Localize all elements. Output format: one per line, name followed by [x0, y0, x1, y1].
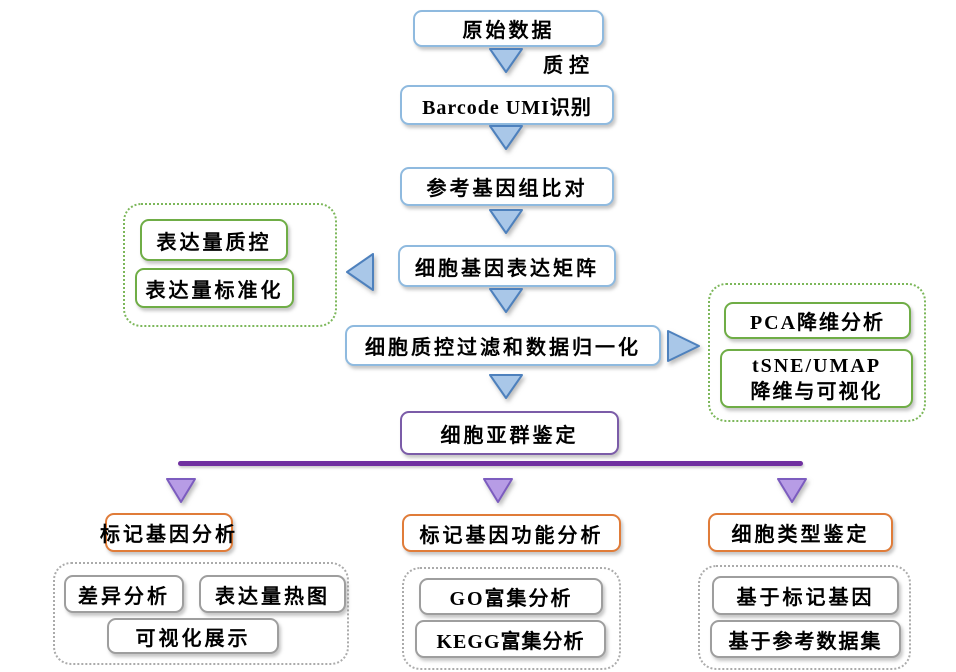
node-kegg-enrichment: KEGG富集分析 [415, 620, 606, 658]
down-arrow-icon [489, 209, 523, 234]
node-tsne-umap-line2: 降维与可视化 [750, 380, 883, 403]
node-by-marker-gene: 基于标记基因 [712, 576, 899, 615]
right-arrow-icon [667, 330, 700, 362]
node-by-reference: 基于参考数据集 [710, 620, 901, 658]
node-tsne-umap: tSNE/UMAP 降维与可视化 [720, 349, 913, 408]
left-arrow-icon [346, 253, 374, 291]
down-arrow-icon [489, 374, 523, 399]
node-tsne-umap-line1: tSNE/UMAP [751, 354, 882, 377]
purple-down-arrow-icon [483, 478, 513, 503]
marker-function-group: GO富集分析 KEGG富集分析 [402, 567, 621, 670]
branch-header-marker-function: 标记基因功能分析 [402, 514, 621, 552]
branch-header-cell-type: 细胞类型鉴定 [708, 513, 893, 552]
node-diff-analysis: 差异分析 [64, 575, 184, 613]
node-pca: PCA降维分析 [724, 302, 911, 339]
marker-gene-group: 差异分析 表达量热图 可视化展示 [53, 562, 349, 665]
branch-line [178, 461, 803, 466]
node-barcode-umi: Barcode UMI识别 [400, 85, 614, 125]
node-expression-qc: 表达量质控 [140, 219, 288, 261]
purple-down-arrow-icon [777, 478, 807, 503]
node-go-enrichment: GO富集分析 [419, 578, 603, 615]
down-arrow-icon [489, 288, 523, 313]
node-qc-normalize: 细胞质控过滤和数据归一化 [345, 325, 661, 366]
node-clustering: 细胞亚群鉴定 [400, 411, 619, 455]
node-raw-data: 原始数据 [413, 10, 604, 47]
node-visualization: 可视化展示 [107, 618, 279, 654]
node-expression-matrix: 细胞基因表达矩阵 [398, 245, 616, 287]
expression-qc-group: 表达量质控 表达量标准化 [123, 203, 337, 327]
edge-label-qc: 质控 [543, 55, 595, 77]
purple-down-arrow-icon [166, 478, 196, 503]
dimension-reduction-group: PCA降维分析 tSNE/UMAP 降维与可视化 [708, 283, 926, 422]
down-arrow-icon [489, 48, 523, 73]
branch-header-marker-gene: 标记基因分析 [100, 513, 235, 552]
cell-type-group: 基于标记基因 基于参考数据集 [698, 565, 911, 670]
node-alignment: 参考基因组比对 [400, 167, 614, 206]
node-expression-normalize: 表达量标准化 [135, 268, 294, 308]
node-expression-heatmap: 表达量热图 [199, 575, 346, 613]
down-arrow-icon [489, 125, 523, 150]
